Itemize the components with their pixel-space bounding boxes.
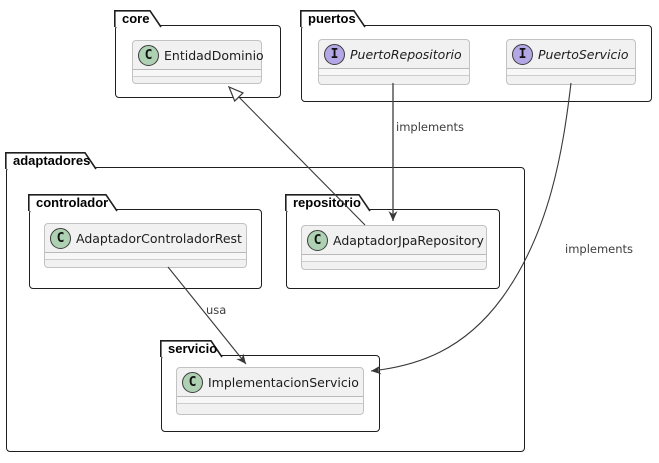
interface-name: PuertoRepositorio <box>350 46 462 62</box>
edge-label-implements-servicio: implements <box>565 242 634 256</box>
package-core-label: core <box>122 11 150 26</box>
attributes-compartment <box>133 70 261 77</box>
interface-name: PuertoServicio <box>538 46 629 62</box>
folder-tab-icon <box>114 10 163 28</box>
attributes-compartment <box>302 255 486 262</box>
folder-tab-icon <box>5 152 98 170</box>
folder-tab-icon <box>28 194 119 212</box>
class-stereotype-icon: C <box>182 371 203 393</box>
package-repositorio-label: repositorio <box>293 195 361 210</box>
folder-tab-icon <box>300 10 367 28</box>
package-controlador-label: controlador <box>36 195 109 210</box>
class-name: EntidadDominio <box>164 47 264 63</box>
attributes-compartment <box>45 253 246 260</box>
package-servicio-label: servicio <box>168 341 218 356</box>
class-name: ImplementacionServicio <box>208 374 359 390</box>
class-stereotype-icon: C <box>138 44 159 66</box>
interface-puerto-servicio: I PuertoServicio <box>506 39 636 85</box>
package-puertos-label: puertos <box>308 11 356 26</box>
attributes-compartment <box>319 69 469 76</box>
class-adaptador-controlador-rest: C AdaptadorControladorRest <box>44 223 247 268</box>
class-name: AdaptadorJpaRepository <box>333 232 484 248</box>
attributes-compartment <box>507 69 635 76</box>
interface-stereotype-icon: I <box>324 43 345 65</box>
edge-label-implements-repositorio: implements <box>396 120 465 134</box>
attributes-compartment <box>177 397 363 404</box>
package-adaptadores-label: adaptadores <box>13 153 91 168</box>
class-entidad-dominio: C EntidadDominio <box>132 40 264 84</box>
class-name: AdaptadorControladorRest <box>76 230 242 246</box>
class-stereotype-icon: C <box>307 229 328 251</box>
class-implementacion-servicio: C ImplementacionServicio <box>176 367 364 415</box>
interface-puerto-repositorio: I PuertoRepositorio <box>318 39 470 85</box>
class-adaptador-jpa-repository: C AdaptadorJpaRepository <box>301 225 487 270</box>
class-stereotype-icon: C <box>50 227 71 249</box>
interface-stereotype-icon: I <box>512 43 533 65</box>
edge-label-usa: usa <box>206 303 227 317</box>
